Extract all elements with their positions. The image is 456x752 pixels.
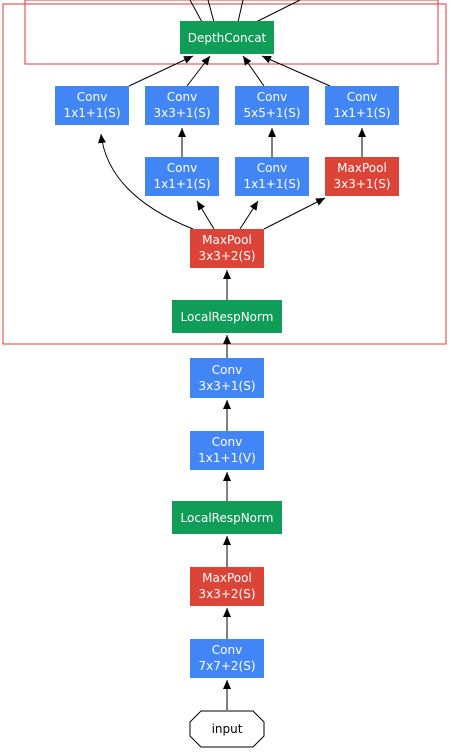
maxpool-s1-spec: 3x3+1(S) (333, 177, 390, 191)
maxpool-s2-bottom-label: MaxPool (202, 571, 252, 585)
edge-conv3x3-to-concat (186, 55, 211, 87)
maxpool-s1-node: MaxPool 3x3+1(S) (325, 157, 399, 196)
edges (98, 55, 366, 710)
conv-7x7-label: Conv (212, 643, 242, 657)
maxpool-s2-top-node: MaxPool 3x3+2(S) (190, 229, 264, 268)
maxpool-s2-bottom-spec: 3x3+2(S) (198, 587, 255, 601)
localrespnorm-bottom-node: LocalRespNorm (172, 501, 282, 534)
localrespnorm-top-node: LocalRespNorm (172, 300, 282, 333)
edge-maxpool-to-maxpool-s1 (263, 197, 326, 230)
conv-5x5-spec: 5x5+1(S) (243, 106, 300, 120)
inception-module-frame (2, 3, 447, 345)
depth-concat-label: DepthConcat (188, 31, 267, 45)
maxpool-s2-bottom-node: MaxPool 3x3+2(S) (190, 567, 264, 606)
edge-maxpool-to-conv1x1-c (239, 200, 259, 230)
edges-outgoing (189, 0, 301, 23)
depth-concat-node: DepthConcat (180, 21, 274, 54)
edge-maxpool-to-conv1x1-b (196, 200, 215, 230)
conv-3x3-stem-node: Conv 3x3+1(S) (190, 358, 264, 398)
conv-3x3-node: Conv 3x3+1(S) (145, 86, 219, 125)
conv-1x1-d-label: Conv (347, 90, 377, 104)
conv-3x3-label: Conv (167, 90, 197, 104)
conv-1x1-a-label: Conv (77, 90, 107, 104)
conv-1x1-b-label: Conv (167, 161, 197, 175)
localrespnorm-bottom-label: LocalRespNorm (181, 511, 274, 525)
conv-3x3-stem-spec: 3x3+1(S) (198, 379, 255, 393)
conv-1x1-b-node: Conv 1x1+1(S) (145, 157, 219, 196)
edge-conv5x5-to-concat (242, 55, 265, 87)
conv-3x3-spec: 3x3+1(S) (153, 106, 210, 120)
localrespnorm-top-label: LocalRespNorm (181, 310, 274, 324)
conv-1x1-b-spec: 1x1+1(S) (153, 177, 210, 191)
conv-7x7-spec: 7x7+2(S) (198, 659, 255, 673)
edge-conv1x1-a-to-concat (128, 55, 194, 87)
maxpool-s2-top-spec: 3x3+2(S) (198, 249, 255, 263)
conv-1x1-a-node: Conv 1x1+1(S) (55, 86, 129, 125)
conv-7x7-node: Conv 7x7+2(S) (190, 639, 264, 678)
conv-1x1-c-label: Conv (257, 161, 287, 175)
conv-3x3-stem-label: Conv (212, 363, 242, 377)
conv-1x1-d-spec: 1x1+1(S) (333, 106, 390, 120)
edge-maxpool-to-conv1x1-a (98, 133, 194, 230)
conv-1x1-valid-spec: 1x1+1(V) (198, 451, 256, 465)
conv-1x1-d-node: Conv 1x1+1(S) (325, 86, 399, 125)
input-label: input (212, 722, 243, 736)
conv-1x1-a-spec: 1x1+1(S) (63, 106, 120, 120)
conv-5x5-node: Conv 5x5+1(S) (235, 86, 309, 125)
input-node: input (189, 710, 265, 748)
conv-1x1-valid-node: Conv 1x1+1(V) (190, 431, 264, 470)
maxpool-s2-top-label: MaxPool (202, 233, 252, 247)
conv-1x1-valid-label: Conv (212, 435, 242, 449)
conv-1x1-c-node: Conv 1x1+1(S) (235, 157, 309, 196)
maxpool-s1-label: MaxPool (337, 161, 387, 175)
edge-conv1x1-d-to-concat (261, 55, 331, 87)
conv-1x1-c-spec: 1x1+1(S) (243, 177, 300, 191)
conv-5x5-label: Conv (257, 90, 287, 104)
upper-module-frame (24, 0, 439, 65)
